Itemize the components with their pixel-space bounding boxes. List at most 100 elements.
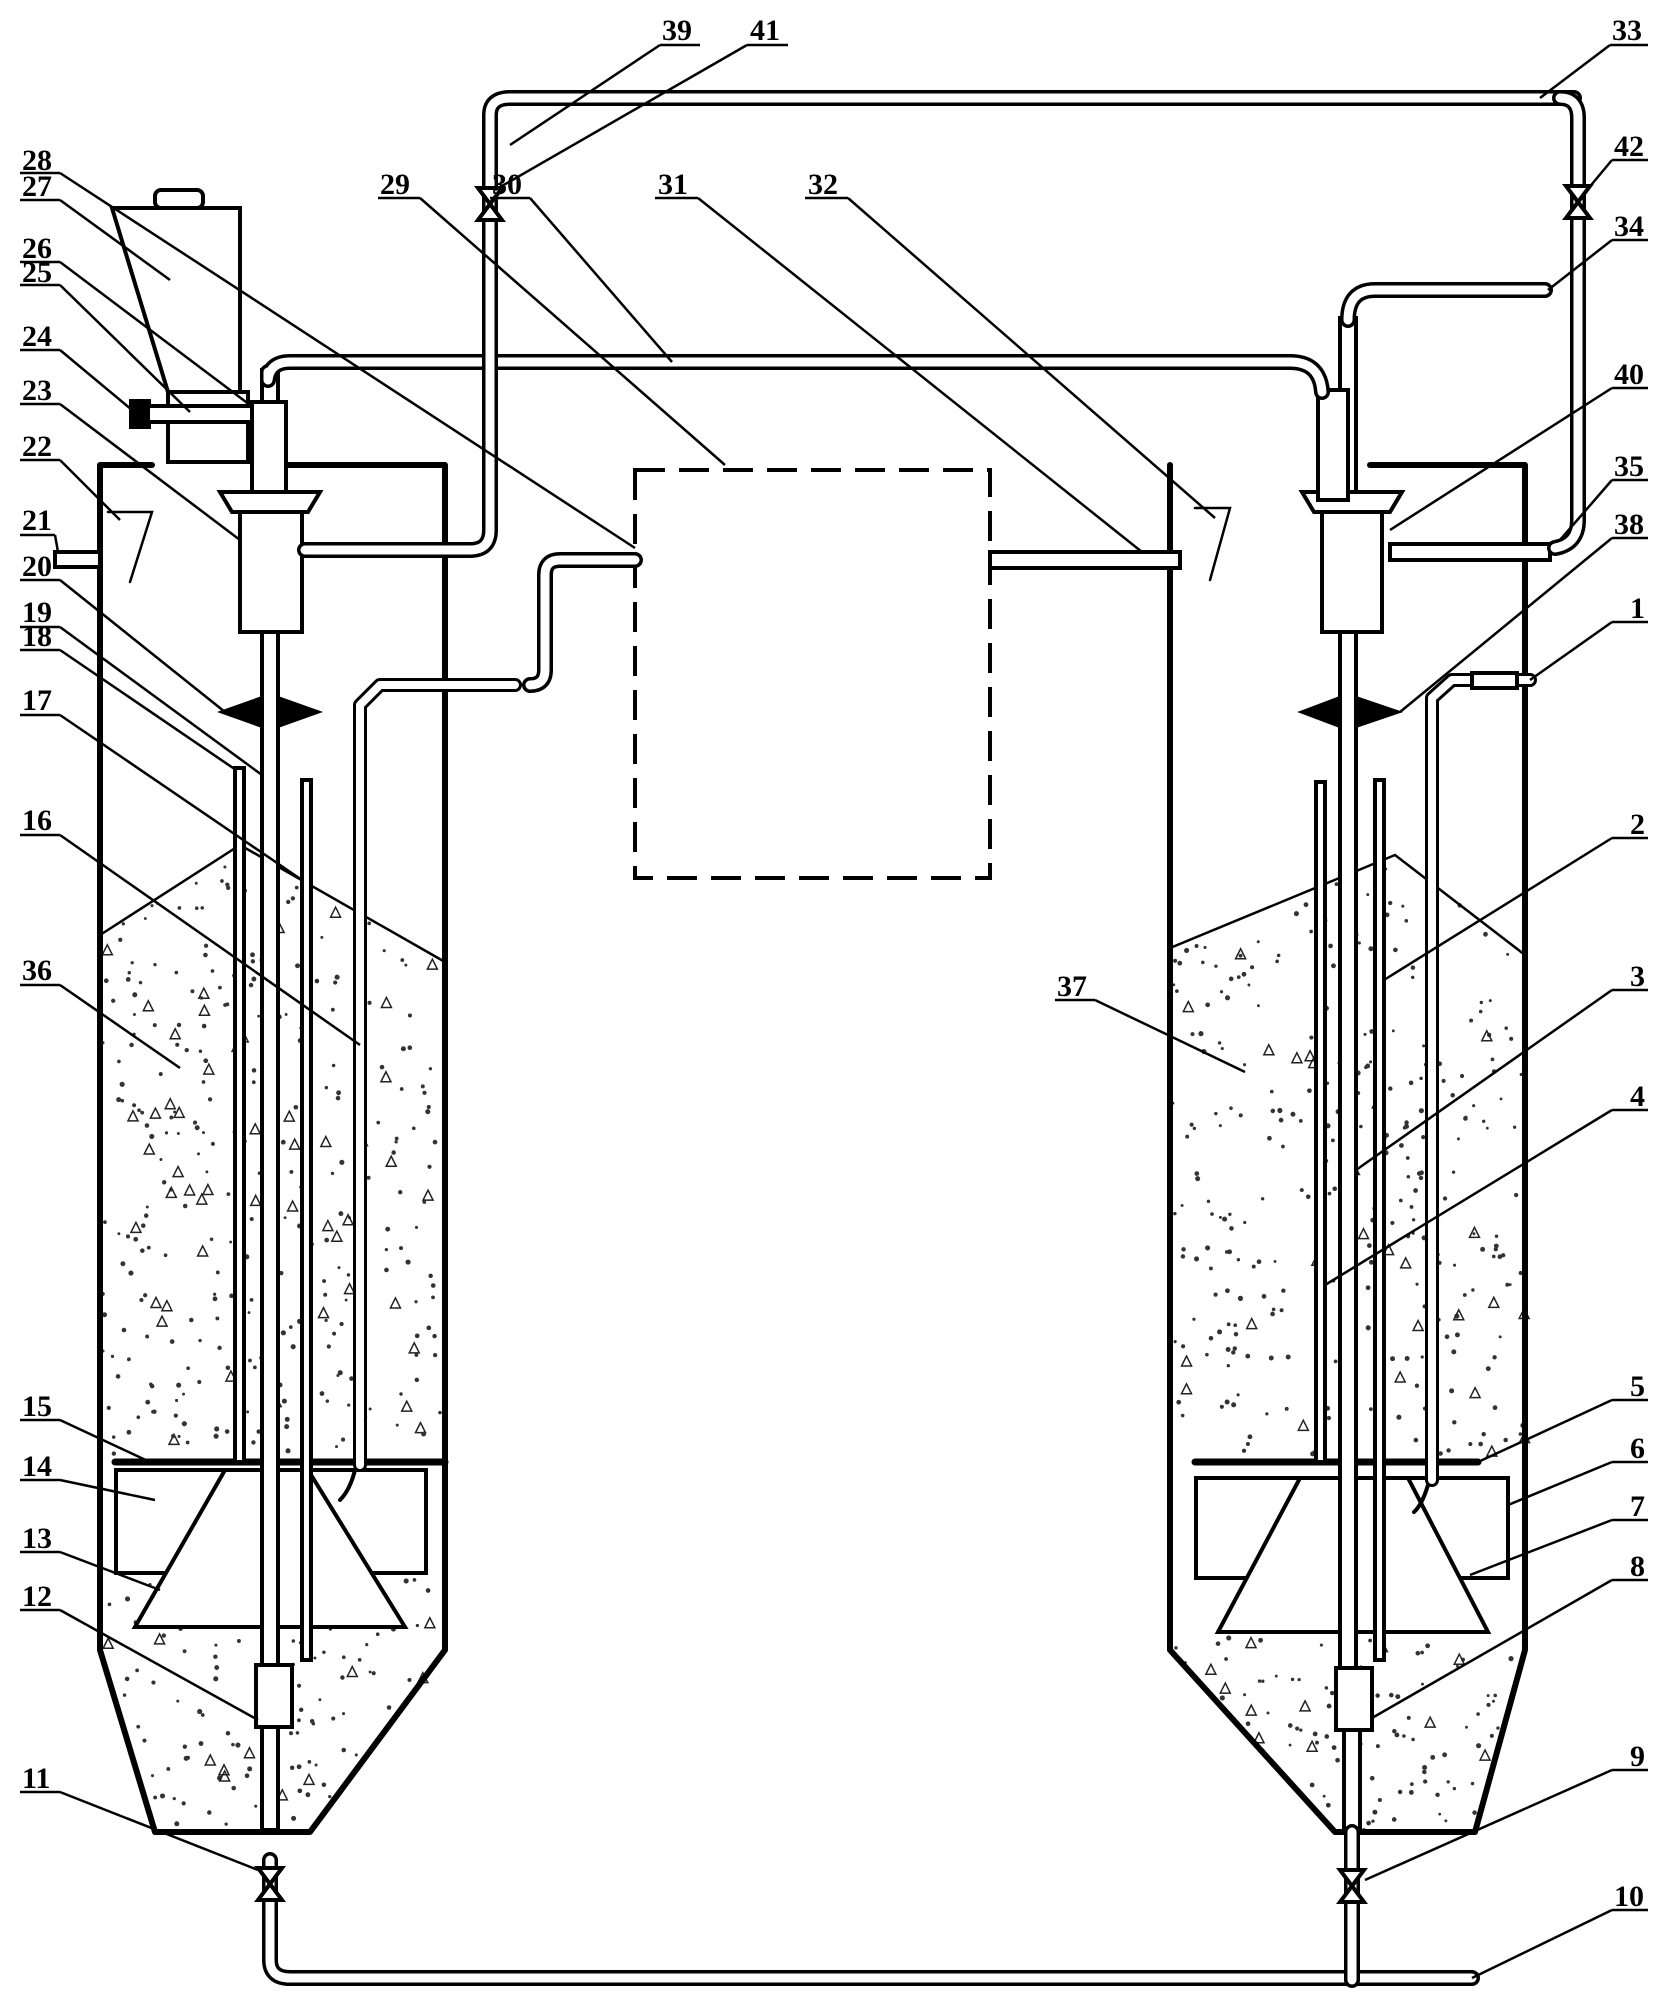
media-grain [1513,1192,1519,1198]
media-grain [1357,941,1361,945]
media-grain [1470,1781,1475,1786]
media-grain [1425,1643,1431,1649]
media-grain [414,1225,419,1229]
media-grain [101,943,114,956]
media-grain [1251,1264,1256,1269]
media-grain [182,1392,185,1396]
media-grain [1394,1732,1400,1738]
media-grain [170,1433,176,1439]
media-grain [376,1120,381,1125]
media-grain [1498,1335,1502,1339]
media-grain [125,1234,131,1239]
media-grain [235,1742,241,1748]
media-grain [248,1122,262,1135]
label-8: 8 [1630,1550,1645,1583]
media-grain [1499,1097,1503,1101]
media-grain [336,1374,340,1377]
left-funnel [53,490,324,729]
media-grain [1493,1247,1498,1252]
media-grain [1451,1170,1456,1174]
media-grain [1493,1693,1497,1698]
media-grain [1267,1135,1272,1141]
media-grain [225,1002,230,1007]
media-grain [176,1382,182,1388]
media-grain [298,1707,304,1712]
media-grain [1331,1745,1337,1750]
media-grain [1404,1120,1409,1125]
media-grain [1367,1243,1372,1248]
media-grain [175,1042,180,1047]
media-grain [218,985,222,990]
media-grain [1244,1635,1258,1649]
media-grain [1285,1354,1291,1360]
label-14: 14 [22,1450,52,1483]
media-grain [331,1063,336,1068]
valve-9[interactable] [1336,1868,1368,1904]
media-grain [368,1670,372,1674]
media-grain [1277,1107,1283,1114]
media-grain [203,943,209,948]
media-grain [1468,1441,1473,1447]
media-grain [1419,1170,1424,1176]
media-grain [1404,919,1409,923]
media-grain [136,1415,141,1420]
media-grain [1218,1124,1222,1128]
media-grain [1455,1664,1459,1668]
media-grain [176,1022,182,1028]
label-13: 13 [22,1522,52,1555]
media-grain [1420,1650,1424,1655]
media-grain [1224,1657,1228,1661]
media-grain [379,1070,393,1083]
media-grain [127,971,131,975]
media-grain [166,1767,171,1771]
media-grain [1382,1242,1395,1256]
media-grain [284,1416,290,1422]
media-grain [248,1358,252,1363]
media-grain [371,1671,376,1676]
media-grain [1418,1175,1424,1181]
media-grain [1410,1782,1414,1786]
media-grain [317,1305,330,1319]
media-grain [1504,1026,1508,1030]
media-grain [172,1797,176,1801]
media-grain [140,1110,145,1115]
media-grain [1411,1218,1416,1222]
valve-11[interactable] [254,1866,286,1902]
media-grain [1399,1256,1412,1269]
media-grain [1462,1293,1467,1297]
media-grain [1488,999,1492,1003]
media-grain [103,978,109,984]
media-grain [288,1325,293,1329]
media-grain [252,1365,257,1370]
media-grain [231,1785,236,1791]
media-grain [1217,1329,1223,1335]
media-grain [1228,976,1234,982]
media-grain [1423,1715,1437,1728]
right-inner-tubes [1314,316,1537,1834]
media-grain [279,1270,284,1276]
media-grain [1438,1812,1442,1816]
media-grain [1219,1681,1232,1694]
label-10: 10 [1614,1880,1644,1913]
media-grain [1228,1212,1232,1217]
media-grain [142,1738,147,1743]
media-grain [426,957,439,970]
media-grain [225,1730,231,1736]
media-grain [1508,1656,1514,1662]
media-grain [341,1213,355,1226]
media-grain [1475,1743,1482,1749]
media-grain [1231,1402,1237,1408]
media-grain [428,1067,433,1071]
media-grain [286,899,291,905]
valve-41[interactable] [474,186,506,222]
media-grain [1303,1049,1317,1062]
media-grain [1324,1734,1330,1739]
media-grain [169,1115,174,1120]
media-grain [332,1331,337,1336]
media-grain [125,977,131,982]
media-grain [102,1312,108,1318]
media-grain [1422,1764,1428,1771]
media-grain [1276,953,1281,958]
media-grain [1189,1122,1194,1127]
media-grain [138,980,143,985]
